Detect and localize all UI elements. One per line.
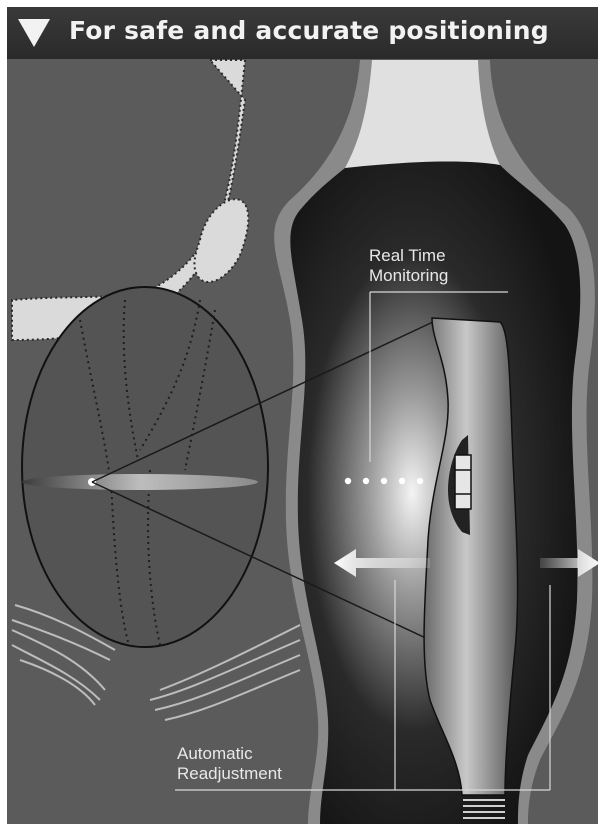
title-banner: For safe and accurate positioning: [7, 7, 598, 59]
label-line: Real Time: [369, 246, 448, 266]
magnified-view: [22, 287, 268, 647]
label-line: Automatic: [177, 744, 282, 764]
label-automatic-readjustment: Automatic Readjustment: [177, 744, 282, 784]
page-title: For safe and accurate positioning: [69, 16, 549, 45]
label-line: Readjustment: [177, 764, 282, 784]
label-line: Monitoring: [369, 266, 448, 286]
triangle-down-icon: [17, 17, 51, 49]
label-real-time-monitoring: Real Time Monitoring: [369, 246, 448, 286]
sensor-window: [455, 455, 471, 509]
needle-detail: [22, 474, 258, 490]
